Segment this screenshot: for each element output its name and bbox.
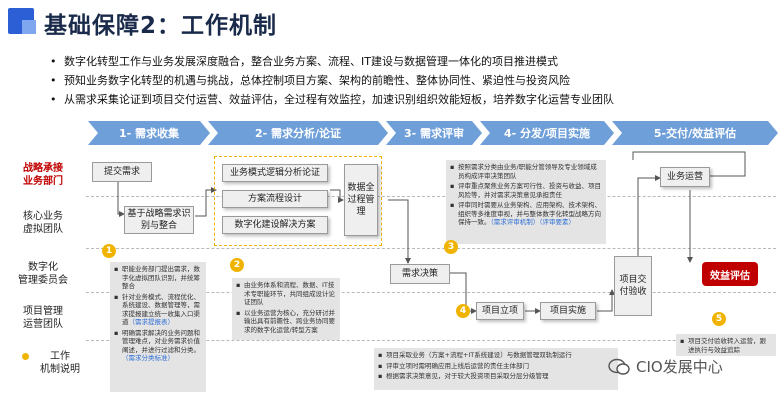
identify-integrate-box: 基于战略需求识别与整合 [124, 206, 194, 234]
business-logic-box: 业务模式逻辑分析论证 [222, 164, 328, 182]
lane-divider [86, 248, 776, 249]
marker-1: 1 [102, 244, 116, 258]
lane-label-business: 战略承接业务部门 [23, 163, 63, 187]
bullet-item: 从需求采集论证到项目交付运营、效益评估，全过程有效监控，加速识别组织效能短板，培… [50, 90, 614, 109]
marker-3: 3 [444, 240, 458, 254]
lane-label-pmo: 项目管理运营团队 [23, 306, 63, 330]
stage-1: 1- 需求收集 [88, 121, 210, 145]
watermark: CIO发展中心 [608, 356, 723, 377]
lane-divider [86, 292, 776, 293]
page-title: 基础保障2：工作机制 [44, 13, 278, 39]
decision-box: 需求决策 [390, 264, 450, 284]
data-governance-box: 数据全过程管理 [344, 164, 378, 236]
digital-solution-box: 数字化建设解决方案 [222, 216, 328, 234]
benefit-evaluation-box: 效益评估 [702, 262, 758, 286]
title-marker-accent-icon [22, 20, 36, 34]
mechanism-dot-icon [22, 353, 29, 360]
note-stage-4: 项目采取业务（方案+流程+IT系统建设）与数据管理双轨制运行 评审立项时需明确应… [374, 348, 618, 390]
lane-label-mechanism: 工作机制说明 [22, 350, 90, 376]
marker-4: 4 [456, 304, 470, 318]
project-implementation-box: 项目实施 [540, 302, 596, 320]
lane-label-virtual-team: 核心业务虚拟团队 [23, 211, 63, 235]
bullet-item: 预知业务数字化转型的机遇与挑战，总体控制项目方案、架构的前瞻性、整体协同性、紧迫… [50, 71, 614, 90]
submit-request-box: 提交需求 [92, 162, 152, 182]
stage-5: 5-交付/效益评估 [612, 121, 778, 145]
project-setup-box: 项目立项 [476, 302, 524, 320]
analysis-group [214, 156, 382, 246]
project-delivery-box: 项目交付验收 [614, 256, 652, 316]
summary-bullets: 数字化转型工作与业务发展深度融合，整合业务方案、流程、IT建设与数据管理一体化的… [50, 52, 614, 109]
lane-divider [86, 340, 776, 341]
marker-5: 5 [712, 312, 726, 326]
stage-4: 4- 分发/项目实施 [480, 121, 614, 145]
lane-divider [86, 196, 776, 197]
note-stage-5: 项目交付验收转入运营，跟进执行与效益追踪 [676, 334, 776, 356]
stage-3: 3- 需求评审 [386, 121, 482, 145]
business-operation-box: 业务运营 [660, 167, 710, 187]
marker-2: 2 [230, 258, 244, 272]
note-stage-1: 职能业务部门提出需求，数字化虚拟团队识别，并统筹整合 针对业务模式、流程优化、系… [110, 262, 206, 392]
lane-label-committee: 数字化管理委员会 [18, 262, 68, 286]
note-stage-3: 按照需求分类由业务/职能分管领导及专业领域成员构成评审决策团队 评审重点聚焦业务… [446, 160, 606, 244]
wechat-icon [608, 358, 630, 375]
stage-2: 2- 需求分析/论证 [208, 121, 388, 145]
watermark-text: CIO发展中心 [636, 358, 723, 376]
note-stage-2: 由业务体系和流程、数据、IT技术专职能环节，共同组成设计论证团队 以业务运营为核… [232, 278, 340, 340]
bullet-item: 数字化转型工作与业务发展深度融合，整合业务方案、流程、IT建设与数据管理一体化的… [50, 52, 614, 71]
process-design-box: 方案流程设计 [222, 190, 328, 208]
